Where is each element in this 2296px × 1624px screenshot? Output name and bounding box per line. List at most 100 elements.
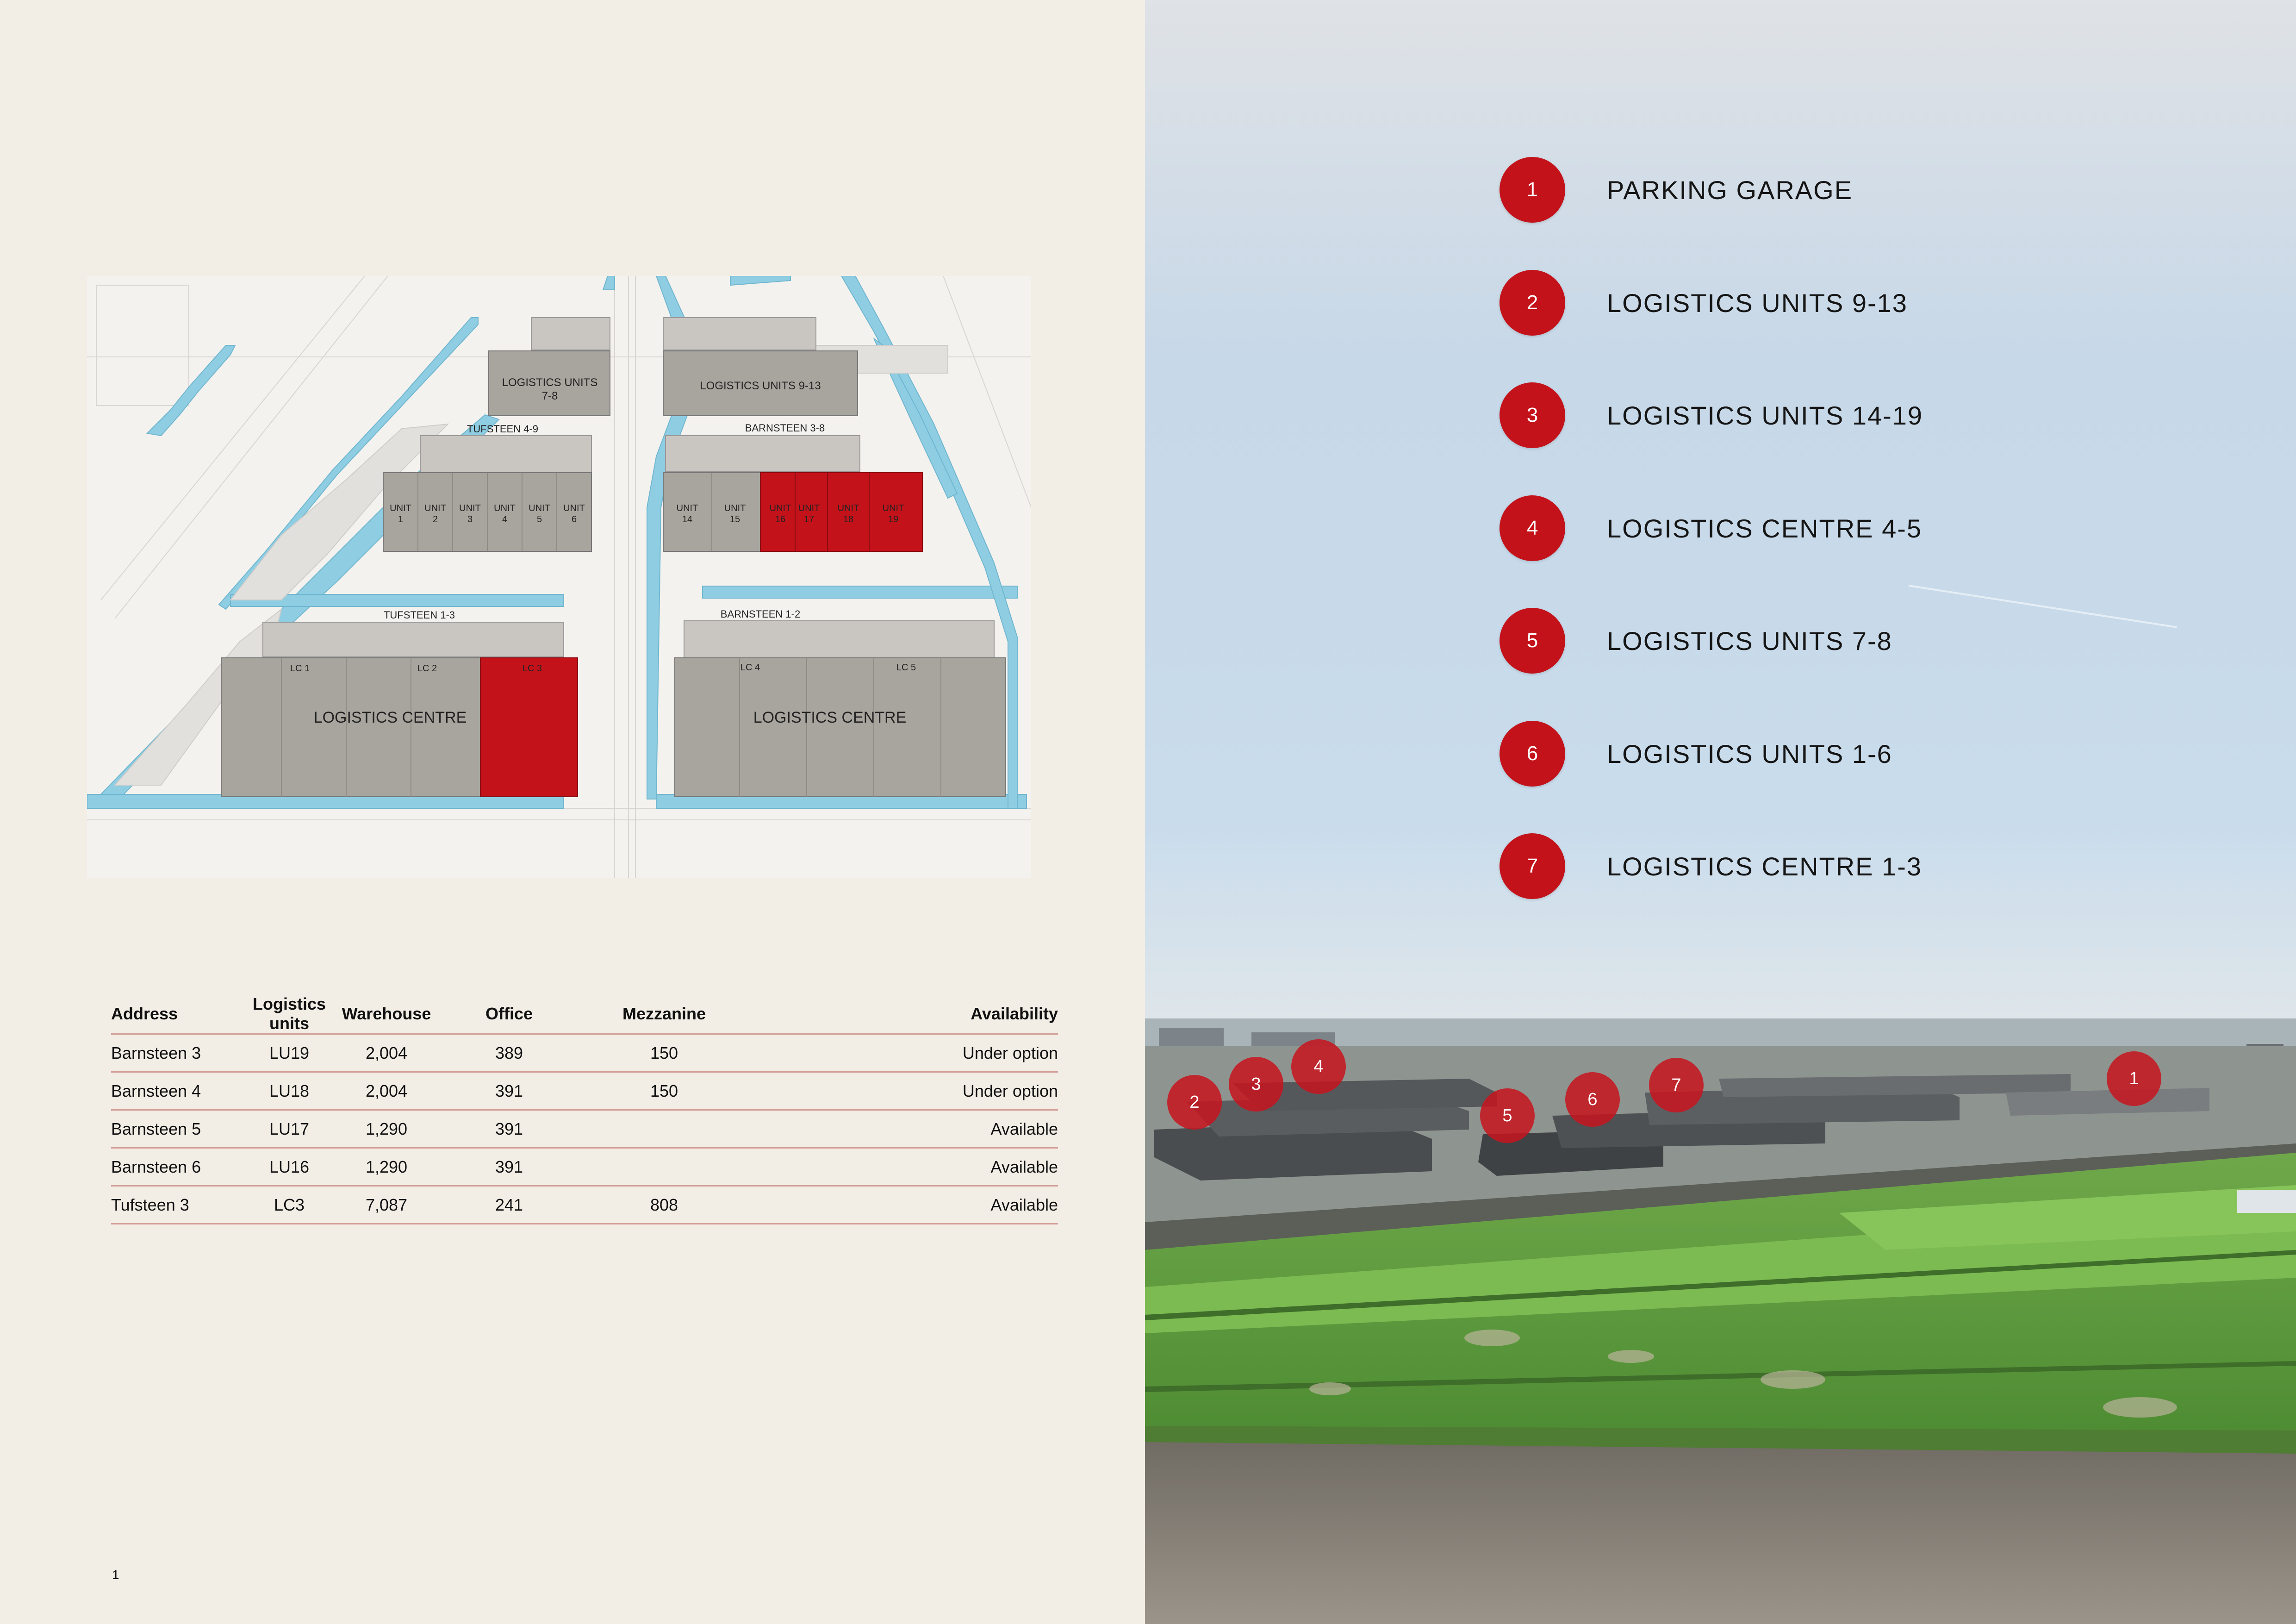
unit-3-num: 3 bbox=[467, 514, 473, 525]
lc3-highlight bbox=[480, 657, 578, 797]
sky bbox=[1145, 0, 2296, 1025]
unit-19-num: 19 bbox=[888, 514, 898, 525]
unit-16-word: UNIT bbox=[770, 503, 791, 513]
legend-item-lu-14-19: 3 LOGISTICS UNITS 14-19 bbox=[1500, 382, 1923, 448]
photo-marker-4: 4 bbox=[1291, 1039, 1346, 1094]
unit-6-num: 6 bbox=[572, 514, 577, 525]
header-mezzanine: Mezzanine bbox=[579, 994, 750, 1035]
cell-warehouse: 7,087 bbox=[333, 1186, 440, 1224]
legend-badge: 4 bbox=[1500, 495, 1565, 561]
cell-logistics-unit: LU19 bbox=[245, 1034, 333, 1073]
legend-item-lc-1-3: 7 LOGISTICS CENTRE 1-3 bbox=[1500, 833, 1922, 899]
legend-badge: 3 bbox=[1500, 382, 1565, 448]
legend-item-lu-7-8: 5 LOGISTICS UNITS 7-8 bbox=[1500, 608, 1892, 674]
legend-label: LOGISTICS CENTRE 1-3 bbox=[1607, 851, 1923, 881]
cell-office: 391 bbox=[440, 1148, 579, 1187]
legend-badge: 2 bbox=[1500, 270, 1565, 336]
cell-logistics-unit: LU16 bbox=[245, 1148, 333, 1187]
street-barnsteen-1-2: BARNSTEEN 1-2 bbox=[721, 608, 800, 620]
street-tufsteen-4-9: TUFSTEEN 4-9 bbox=[467, 423, 538, 435]
photo-marker-3: 3 bbox=[1229, 1057, 1283, 1112]
photo-marker-5: 5 bbox=[1480, 1088, 1535, 1143]
lu-9-13-label: LOGISTICS UNITS 9-13 bbox=[700, 380, 821, 392]
cell-logistics-unit: LU17 bbox=[245, 1110, 333, 1149]
contrail bbox=[1908, 585, 2178, 628]
cell-address: Barnsteen 5 bbox=[111, 1110, 245, 1149]
cell-availability: Available bbox=[750, 1110, 1058, 1149]
block-logistics-centre-1-3: LC 1 LC 2 LC 3 LOGISTICS CENTRE bbox=[221, 622, 578, 797]
table-header-row: Address Logistics units Warehouse Office… bbox=[111, 994, 1058, 1035]
lc3-label: LC 3 bbox=[523, 663, 542, 674]
unit-5-num: 5 bbox=[537, 514, 542, 525]
legend-item-parking-garage: 1 PARKING GARAGE bbox=[1500, 157, 1853, 223]
unit-2-word: UNIT bbox=[424, 503, 446, 513]
river bbox=[1145, 1435, 2296, 1624]
header-warehouse: Warehouse bbox=[333, 994, 440, 1035]
greenhouse bbox=[2237, 1190, 2296, 1213]
street-barnsteen-3-8: BARNSTEEN 3-8 bbox=[745, 422, 825, 434]
warehouse-roofs bbox=[1154, 1074, 2209, 1181]
photo-marker-6: 6 bbox=[1565, 1072, 1620, 1127]
unit-17-num: 17 bbox=[804, 514, 814, 525]
legend-item-lu-1-6: 6 LOGISTICS UNITS 1-6 bbox=[1500, 721, 1892, 787]
legend-badge: 5 bbox=[1500, 608, 1565, 674]
table-row: Barnsteen 5 LU17 1,290 391 Available bbox=[111, 1110, 1058, 1149]
site-plan-map: LOGISTICS UNITS 7-8 TUFSTEEN 4-9 UNIT1UN… bbox=[87, 276, 1031, 878]
unit-6-word: UNIT bbox=[563, 503, 585, 513]
block-logistics-centre-4-5: LC 4 LC 5 LOGISTICS CENTRE bbox=[674, 620, 1006, 797]
legend-label: LOGISTICS UNITS 1-6 bbox=[1607, 739, 1892, 768]
header-address: Address bbox=[111, 994, 245, 1035]
cell-warehouse: 1,290 bbox=[333, 1148, 440, 1187]
cell-office: 389 bbox=[440, 1034, 579, 1073]
lu-7-8-label-line2: 7-8 bbox=[542, 390, 558, 402]
photo-marker-1: 1 bbox=[2107, 1051, 2161, 1106]
legend-badge: 1 bbox=[1500, 157, 1565, 223]
unit-14-word: UNIT bbox=[677, 503, 698, 513]
lc-right-label: LOGISTICS CENTRE bbox=[753, 709, 907, 726]
availability-table: Address Logistics units Warehouse Office… bbox=[111, 994, 1058, 1224]
lu-7-8-label-line1: LOGISTICS UNITS bbox=[502, 376, 598, 389]
table-row: Barnsteen 3 LU19 2,004 389 150 Under opt… bbox=[111, 1034, 1058, 1073]
cell-address: Barnsteen 4 bbox=[111, 1072, 245, 1111]
cell-availability: Under option bbox=[750, 1034, 1058, 1073]
legend-label: LOGISTICS CENTRE 4-5 bbox=[1607, 513, 1923, 543]
table-row: Barnsteen 6 LU16 1,290 391 Available bbox=[111, 1148, 1058, 1187]
cell-address: Barnsteen 3 bbox=[111, 1034, 245, 1073]
unit-4-word: UNIT bbox=[494, 503, 516, 513]
cell-address: Tufsteen 3 bbox=[111, 1186, 245, 1224]
table-row: Tufsteen 3 LC3 7,087 241 808 Available bbox=[111, 1186, 1058, 1224]
unit-2-num: 2 bbox=[433, 514, 438, 525]
cell-logistics-unit: LU18 bbox=[245, 1072, 333, 1111]
lc-left-label: LOGISTICS CENTRE bbox=[314, 709, 467, 726]
table-row: Barnsteen 4 LU18 2,004 391 150 Under opt… bbox=[111, 1072, 1058, 1111]
legend-label: PARKING GARAGE bbox=[1607, 175, 1853, 205]
legend-label: LOGISTICS UNITS 9-13 bbox=[1607, 288, 1908, 318]
horizon-haze bbox=[1145, 1018, 2296, 1051]
photo-marker-7: 7 bbox=[1649, 1058, 1704, 1112]
unit-4-num: 4 bbox=[502, 514, 507, 525]
unit-18-num: 18 bbox=[843, 514, 853, 525]
legend-label: LOGISTICS UNITS 7-8 bbox=[1607, 626, 1892, 656]
header-logistics-units: Logistics units bbox=[245, 994, 333, 1035]
cell-mezzanine bbox=[579, 1110, 750, 1149]
cell-availability: Available bbox=[750, 1148, 1058, 1187]
cell-mezzanine: 150 bbox=[579, 1072, 750, 1111]
cell-logistics-unit: LC3 bbox=[245, 1186, 333, 1224]
unit-1-num: 1 bbox=[398, 514, 403, 525]
unit-14-num: 14 bbox=[682, 514, 692, 525]
legend-item-lc-4-5: 4 LOGISTICS CENTRE 4-5 bbox=[1500, 495, 1922, 561]
field-strip bbox=[1839, 1185, 2296, 1250]
legend-badge: 6 bbox=[1500, 721, 1565, 787]
block-lu-7-8: LOGISTICS UNITS 7-8 bbox=[488, 317, 610, 416]
unit-3-word: UNIT bbox=[459, 503, 481, 513]
unit-19-word: UNIT bbox=[883, 503, 904, 513]
lc4-label: LC 4 bbox=[740, 662, 760, 673]
unit-17-word: UNIT bbox=[798, 503, 820, 513]
cell-office: 391 bbox=[440, 1072, 579, 1111]
field-ditches bbox=[1145, 1250, 2296, 1392]
unit-1-word: UNIT bbox=[390, 503, 411, 513]
cell-warehouse: 2,004 bbox=[333, 1034, 440, 1073]
street-tufsteen-1-3: TUFSTEEN 1-3 bbox=[384, 609, 455, 621]
